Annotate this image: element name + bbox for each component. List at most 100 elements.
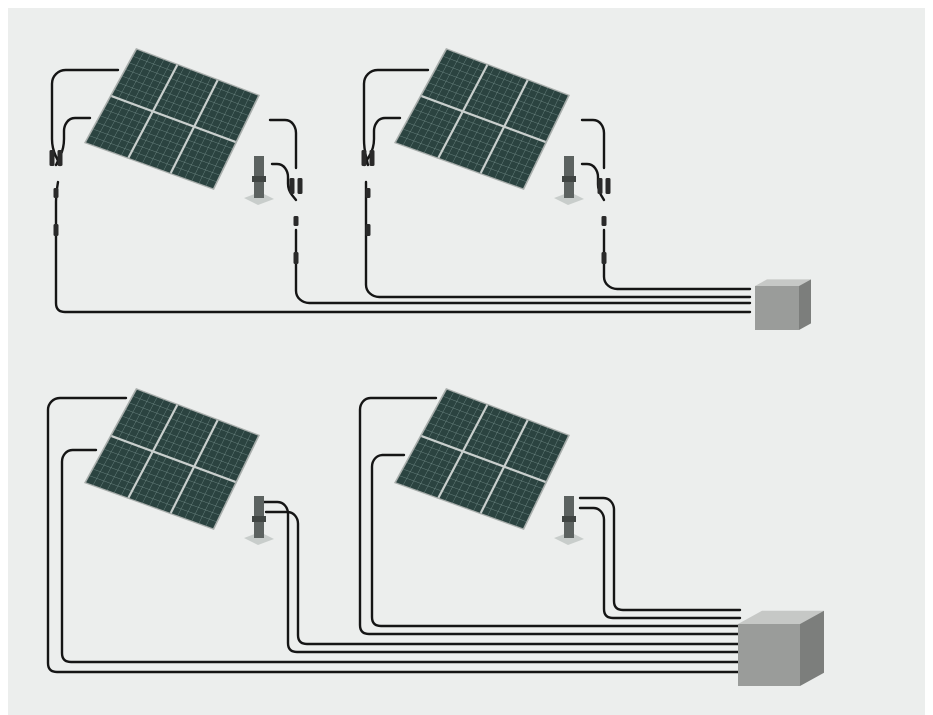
y-connector-icon <box>49 150 63 236</box>
connector-plug <box>369 150 375 166</box>
post-clamp <box>252 516 266 522</box>
cable-icon <box>362 116 402 167</box>
connector-plug <box>297 178 303 194</box>
cell-line <box>89 475 217 522</box>
cell-line <box>417 102 543 149</box>
cell-line <box>96 122 223 169</box>
cell-line <box>125 409 249 456</box>
module-divider <box>111 95 236 143</box>
cable-icon <box>370 453 742 628</box>
mounting-post-icon <box>244 156 274 205</box>
cell-line <box>100 455 226 503</box>
cable-icon <box>268 118 298 170</box>
cable-icon <box>578 496 742 612</box>
cell-line <box>107 102 233 149</box>
cell-line <box>443 56 565 103</box>
post-clamp <box>562 176 576 182</box>
cable-icon <box>260 500 742 654</box>
cell-line <box>129 62 252 110</box>
cable-icon <box>578 506 742 620</box>
cell-line <box>435 409 559 456</box>
junction-box-icon <box>738 610 824 686</box>
connector-joint <box>601 216 607 226</box>
cell-line <box>399 135 527 182</box>
solar-panel-icon <box>84 48 274 205</box>
connector-plug <box>601 252 607 264</box>
cable-icon <box>294 228 752 305</box>
cable-icon <box>358 396 742 636</box>
box-top <box>738 610 824 624</box>
cell-line <box>93 128 220 176</box>
connector-plug <box>597 178 603 194</box>
cell-line <box>435 69 559 116</box>
cables-layer <box>46 68 752 674</box>
mounting-post-icon <box>244 496 274 545</box>
connector-plug <box>57 150 63 166</box>
cable-icon <box>60 448 742 664</box>
mounting-post-icon <box>554 156 584 205</box>
connector-plug <box>53 224 59 236</box>
cell-line <box>107 442 233 489</box>
cell-line <box>432 75 556 123</box>
cable-icon <box>364 180 752 299</box>
cell-line <box>403 468 530 516</box>
connector-plug <box>361 150 367 166</box>
post-base <box>554 192 584 205</box>
cable-icon <box>580 118 606 170</box>
cell-line <box>118 422 242 469</box>
cell-line <box>428 422 552 469</box>
post-base <box>244 532 274 545</box>
box-front <box>738 624 800 686</box>
cell-line <box>118 82 242 129</box>
cable-icon <box>270 162 298 202</box>
cable-icon <box>54 116 92 167</box>
box-top <box>755 279 811 286</box>
junction-box-icon <box>755 279 811 330</box>
cell-line <box>399 475 527 522</box>
cell-line <box>443 396 565 443</box>
post-base <box>244 192 274 205</box>
solar-panel-icon <box>394 48 584 205</box>
cell-line <box>104 449 230 496</box>
cell-line <box>122 415 246 463</box>
cell-line <box>425 89 549 136</box>
cell-line <box>439 402 562 450</box>
cell-line <box>406 122 533 169</box>
cable-icon <box>264 510 742 646</box>
cell-line <box>129 402 252 450</box>
connector-joint <box>53 188 59 198</box>
cable-icon <box>362 68 430 167</box>
post-clamp <box>252 176 266 182</box>
post-base <box>554 532 584 545</box>
post-clamp <box>562 516 576 522</box>
cell-line <box>115 429 239 476</box>
cell-line <box>417 442 543 489</box>
y-connector-icon <box>361 150 375 236</box>
cell-line <box>410 455 536 503</box>
cell-line <box>428 82 552 129</box>
cable-icon <box>46 396 742 674</box>
cell-line <box>96 462 223 509</box>
solar-panel-icon <box>394 388 584 545</box>
cell-line <box>133 396 255 443</box>
connector-plug <box>293 252 299 264</box>
cable-icon <box>602 228 752 291</box>
hardware-layer <box>49 48 824 686</box>
connector-plug <box>289 178 295 194</box>
cell-line <box>125 69 249 116</box>
connector-plug <box>365 224 371 236</box>
box-side <box>800 610 824 686</box>
cell-line <box>414 449 540 496</box>
box-side <box>799 279 811 330</box>
cell-line <box>414 109 540 156</box>
cell-line <box>100 115 226 163</box>
connector-joint <box>293 216 299 226</box>
cell-line <box>115 89 239 136</box>
cell-line <box>410 115 536 163</box>
cell-line <box>403 128 530 176</box>
connector-plug <box>49 150 55 166</box>
cell-line <box>439 62 562 110</box>
module-divider <box>421 95 546 143</box>
cell-line <box>104 109 230 156</box>
